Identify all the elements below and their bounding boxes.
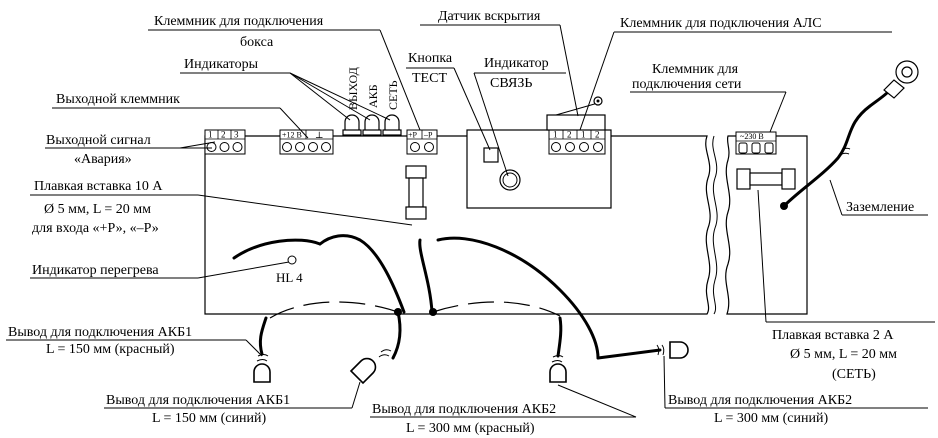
label-indicators: Индикаторы xyxy=(184,57,259,72)
test-button[interactable] xyxy=(483,147,499,163)
label-akb2-blue: Вывод для подключения АКБ2 xyxy=(668,393,852,408)
label-fuse2-2: Ø 5 мм, L = 20 мм xyxy=(790,347,897,362)
label-output-signal: Выходной сигнал xyxy=(46,133,151,148)
battery-wires xyxy=(232,234,689,385)
akb2-blue-plug-icon xyxy=(656,341,689,359)
main-enclosure xyxy=(204,135,711,315)
overheat-indicator-icon xyxy=(287,255,297,265)
fuse-2a xyxy=(736,168,796,190)
akb1-blue-plug-icon xyxy=(349,349,392,385)
label-button-test-2: ТЕСТ xyxy=(412,71,447,86)
tamper-switch-icon xyxy=(546,96,606,131)
label-akb1-red: Вывод для подключения АКБ1 xyxy=(8,325,192,340)
hl4-label: HL 4 xyxy=(276,270,303,285)
label-fuse10: Плавкая вставка 10 А xyxy=(34,179,163,194)
als-pin-1: 1 xyxy=(553,130,558,140)
callout-labels: Клеммник для подключения бокса Датчик вс… xyxy=(8,9,914,436)
plus12-label: +12 В xyxy=(282,131,302,140)
mains-label: ~230 В xyxy=(740,132,764,141)
label-indicator-link: Индикатор xyxy=(484,56,549,71)
label-ground: Заземление xyxy=(846,200,914,215)
als-pin-4: 2 xyxy=(595,130,600,140)
ground-wire xyxy=(780,60,919,210)
label-akb1-blue-2: L = 150 мм (синий) xyxy=(152,411,266,426)
label-terminal-box: Клеммник для подключения xyxy=(154,14,324,29)
box-terminal: +P –P xyxy=(406,129,438,155)
label-terminal-als: Клеммник для подключения АЛС xyxy=(620,16,822,31)
label-output-terminal: Выходной клеммник xyxy=(56,92,180,107)
plusP-label: +P xyxy=(408,131,418,140)
label-output-signal-2: «Авария» xyxy=(74,152,132,167)
label-akb1-red-2: L = 150 мм (красный) xyxy=(46,342,175,357)
label-akb2-blue-2: L = 300 мм (синий) xyxy=(714,411,828,426)
als-pin-3: 1 xyxy=(581,130,586,140)
ground-symbol: ⊥ xyxy=(315,130,323,140)
label-fuse2: Плавкая вставка 2 А xyxy=(772,328,894,343)
signal-pin-1: 1 xyxy=(208,130,213,140)
label-overheat: Индикатор перегрева xyxy=(32,263,159,278)
label-fuse10-2: Ø 5 мм, L = 20 мм xyxy=(44,202,151,217)
led-out-label: ВЫХОД xyxy=(346,67,360,110)
label-tamper-sensor: Датчик вскрытия xyxy=(438,9,541,24)
mains-enclosure xyxy=(725,135,808,315)
label-fuse2-3: (СЕТЬ) xyxy=(832,367,876,382)
break-line xyxy=(712,135,718,315)
led-out-icon xyxy=(342,114,362,136)
als-terminal: 1 2 1 2 xyxy=(548,129,606,155)
akb1-red-plug-icon xyxy=(253,354,271,383)
output-signal-terminal: 1 2 3 xyxy=(204,129,246,155)
label-fuse10-3: для входа «+Р», «–Р» xyxy=(32,221,159,236)
mains-terminal: ~230 В xyxy=(735,131,777,155)
led-net-icon xyxy=(382,114,402,136)
akb2-red-plug-icon xyxy=(549,355,567,383)
label-terminal-net: Клеммник для xyxy=(652,62,739,77)
label-terminal-box-2: бокса xyxy=(240,35,274,50)
label-terminal-net-2: подключения сети xyxy=(632,77,742,92)
label-akb2-red: Вывод для подключения АКБ2 xyxy=(372,402,556,417)
output-power-terminal: +12 В ⊥ xyxy=(279,129,334,155)
minusP-label: –P xyxy=(423,131,433,140)
als-pin-2: 2 xyxy=(567,130,572,140)
led-akb-label: АКБ xyxy=(366,84,380,108)
ring-lug-icon xyxy=(883,60,919,99)
signal-pin-2: 2 xyxy=(221,130,226,140)
signal-pin-3: 3 xyxy=(234,130,239,140)
label-indicator-link-2: СВЯЗЬ xyxy=(490,76,532,91)
led-net-label: СЕТЬ xyxy=(386,80,400,110)
label-akb1-blue: Вывод для подключения АКБ1 xyxy=(106,393,290,408)
indicator-leds: ВЫХОД АКБ СЕТЬ xyxy=(342,67,402,136)
label-button-test: Кнопка xyxy=(408,51,453,66)
label-akb2-red-2: L = 300 мм (красный) xyxy=(406,421,535,436)
fuse-10a xyxy=(405,165,427,220)
leader-lines xyxy=(6,24,935,418)
